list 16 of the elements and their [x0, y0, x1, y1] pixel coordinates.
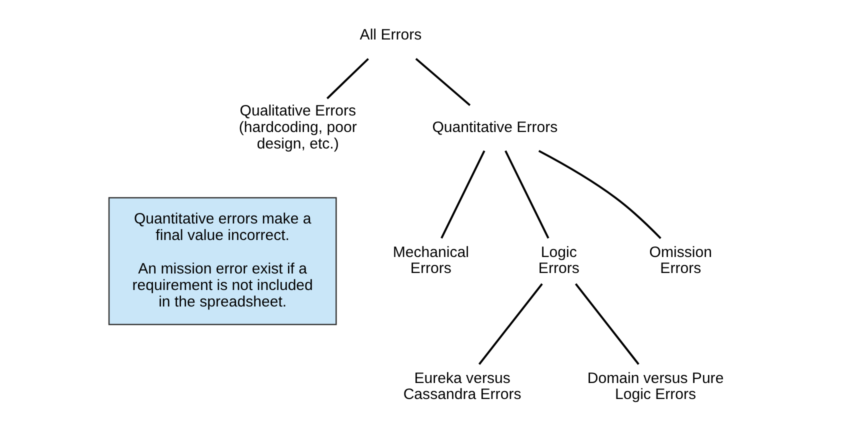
connector [440, 150, 486, 239]
node-text: Domain versus Pure Logic Errors [587, 370, 724, 404]
node-text: Quantitative Errors [432, 118, 558, 136]
connector [538, 150, 662, 239]
node-box: Quantitative errors make a final value incorrect. An mission error exist if a requirement is not included in the spreadsheet. [108, 197, 337, 326]
connector [478, 283, 543, 365]
connector [574, 283, 640, 365]
node-text: All Errors [360, 26, 422, 44]
node-text: Logic Errors [538, 244, 580, 278]
node-text: Eureka versus Cassandra Errors [403, 370, 522, 404]
connector [326, 58, 369, 100]
node-text: Qualitative Errors (hardcoding, poor design, etc.) [238, 102, 357, 152]
node-text: Mechanical Errors [392, 244, 469, 278]
connector [504, 150, 550, 239]
node-text: Omission Errors [649, 244, 712, 278]
connector [415, 58, 471, 106]
